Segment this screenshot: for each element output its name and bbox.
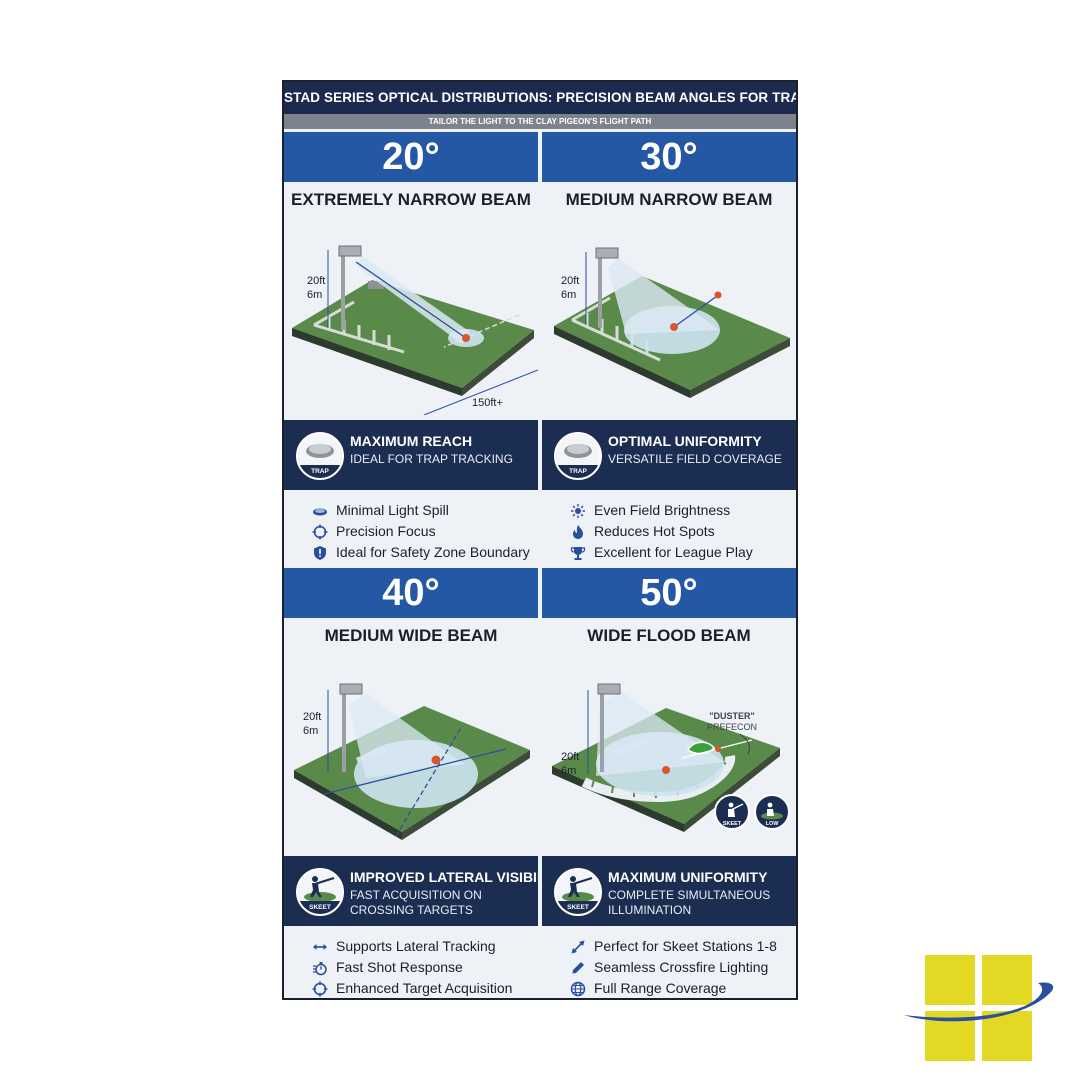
crosshair-icon	[312, 524, 328, 540]
diagonal-arrow-icon	[571, 940, 585, 954]
feature-item: Fast Shot Response	[284, 957, 538, 978]
skeet-badge: SKEET	[554, 868, 602, 916]
feature-item: Full Range Coverage	[542, 978, 796, 998]
benefit-title: MAXIMUM UNIFORMITY	[608, 869, 768, 885]
benefit-band: TRAP MAXIMUM REACH IDEAL FOR TRAP TRACKI…	[284, 420, 538, 490]
height-label-m: 6m	[561, 289, 576, 301]
shooter-icon	[562, 876, 594, 902]
benefit-title: MAXIMUM REACH	[350, 433, 473, 449]
panel-40-degree: 40° MEDIUM WIDE BEAM 20ft 6m	[284, 568, 538, 998]
feature-list: Minimal Light Spill Precision Focus Idea…	[284, 500, 538, 563]
disc-icon	[313, 508, 327, 516]
stopwatch-icon	[313, 962, 327, 976]
benefit-subtitle: COMPLETE SIMULTANEOUS ILLUMINATION	[608, 888, 771, 917]
crosshair-icon	[312, 981, 328, 997]
feature-item: Seamless Crossfire Lighting	[542, 957, 796, 978]
low-mini-badge: LOW	[754, 794, 790, 830]
panel-50-degree: 50° WIDE FLOOD BEAM "DUSTER" PREFECON 20…	[542, 568, 796, 998]
feature-list: Perfect for Skeet Stations 1-8 Seamless …	[542, 936, 796, 998]
trap-badge: TRAP	[296, 432, 344, 480]
globe-icon	[570, 981, 586, 997]
beam-name: WIDE FLOOD BEAM	[587, 626, 751, 645]
beam-illustration: 20ft 6m 150ft+	[292, 245, 538, 415]
clay-target-icon	[564, 444, 592, 458]
benefit-subtitle: IDEAL FOR TRAP TRACKING	[350, 452, 513, 466]
double-arrow-icon	[313, 944, 327, 950]
benefit-band: SKEET MAXIMUM UNIFORMITY COMPLETE SIMULT…	[542, 856, 796, 926]
feature-item: Precision Focus	[284, 521, 538, 542]
angle-label: 30°	[542, 132, 796, 182]
distance-label: 150ft+	[472, 397, 503, 409]
shield-icon	[314, 546, 326, 560]
flame-icon	[573, 525, 583, 539]
benefit-subtitle: VERSATILE FIELD COVERAGE	[608, 452, 782, 466]
height-label-m: 6m	[561, 765, 576, 777]
beam-name: MEDIUM WIDE BEAM	[324, 626, 498, 645]
feature-item: Ideal for Safety Zone Boundary	[284, 542, 538, 563]
feature-item: Enhanced Target Acquisition	[284, 978, 538, 998]
poster-subtitle: TAILOR THE LIGHT TO THE CLAY PIGEON'S FL…	[284, 114, 796, 129]
height-label-ft: 20ft	[561, 751, 579, 763]
skeet-badge: SKEET	[296, 868, 344, 916]
infographic-poster: STAD SERIES OPTICAL DISTRIBUTIONS: PRECI…	[282, 80, 798, 1000]
benefit-subtitle: FAST ACQUISITION ON CROSSING TARGETS	[350, 888, 482, 917]
height-label-ft: 20ft	[303, 711, 321, 723]
sun-icon	[571, 504, 585, 518]
feature-item: Reduces Hot Spots	[542, 521, 796, 542]
trap-badge: TRAP	[554, 432, 602, 480]
company-logo	[904, 955, 1054, 1061]
feature-item: Excellent for League Play	[542, 542, 796, 563]
benefit-band: SKEET IMPROVED LATERAL VISIBILITY FAST A…	[284, 856, 538, 926]
benefit-title: IMPROVED LATERAL VISIBILITY	[350, 869, 538, 885]
beam-illustration: 20ft 6m	[554, 247, 790, 398]
beam-illustration: 20ft 6m	[294, 683, 530, 840]
prefecon-label: PREFECON	[707, 722, 757, 732]
feature-item: Perfect for Skeet Stations 1-8	[542, 936, 796, 957]
svg-text:LOW: LOW	[766, 821, 780, 827]
benefit-title: OPTIMAL UNIFORMITY	[608, 433, 762, 449]
swoosh-icon	[904, 982, 1054, 1022]
beam-name: EXTREMELY NARROW BEAM	[291, 190, 531, 209]
shooter-icon	[304, 876, 336, 902]
clay-target-icon	[306, 444, 334, 458]
duster-label: "DUSTER"	[709, 711, 755, 721]
svg-text:SKEET: SKEET	[723, 821, 742, 827]
height-label-m: 6m	[307, 289, 322, 301]
angle-label: 40°	[284, 568, 538, 618]
panel-20-degree: 20° EXTREMELY NARROW BEAM 20ft 6m 150ft+	[284, 132, 538, 568]
poster-title: STAD SERIES OPTICAL DISTRIBUTIONS: PRECI…	[284, 82, 796, 114]
feature-item: Even Field Brightness	[542, 500, 796, 521]
height-label-ft: 20ft	[561, 275, 579, 287]
panel-30-degree: 30° MEDIUM NARROW BEAM 20ft 6m	[542, 132, 796, 568]
height-label-ft: 20ft	[307, 275, 325, 287]
beam-illustration: "DUSTER" PREFECON 20ft 6m SKEET LOW	[552, 683, 790, 832]
height-label-m: 6m	[303, 725, 318, 737]
feature-item: Supports Lateral Tracking	[284, 936, 538, 957]
trophy-icon	[570, 547, 586, 560]
angle-label: 50°	[542, 568, 796, 618]
angle-label: 20°	[284, 132, 538, 182]
feature-list: Even Field Brightness Reduces Hot Spots …	[542, 500, 796, 563]
feature-item: Minimal Light Spill	[284, 500, 538, 521]
pencil-icon	[572, 962, 584, 974]
feature-list: Supports Lateral Tracking Fast Shot Resp…	[284, 936, 538, 998]
benefit-band: TRAP OPTIMAL UNIFORMITY VERSATILE FIELD …	[542, 420, 796, 490]
skeet-mini-badge: SKEET	[714, 794, 750, 830]
beam-name: MEDIUM NARROW BEAM	[565, 190, 773, 209]
